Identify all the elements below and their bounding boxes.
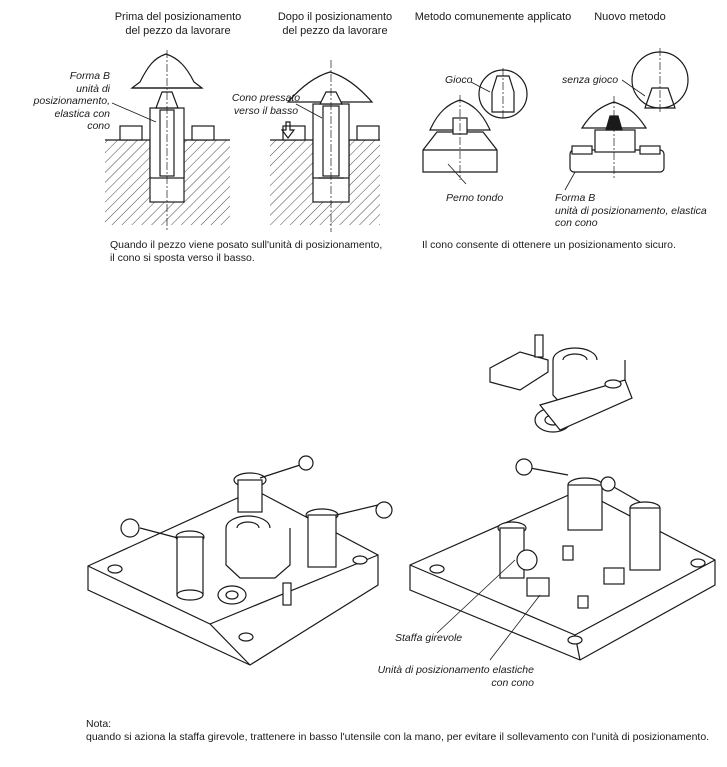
label-staffa-girevole: Staffa girevole — [395, 632, 463, 644]
label-unita-posizionamento: Unità di posizionamento elastiche con co… — [377, 664, 534, 689]
note-title: Nota: — [86, 718, 112, 730]
fixture-assembly-left — [87, 455, 393, 666]
label-gioco: Gioco — [445, 74, 473, 86]
description-right: Il cono consente di ottenere un posizion… — [422, 239, 676, 251]
caption-common: Metodo comunemente applicato — [414, 11, 572, 23]
description-left: Quando il pezzo viene posato sull'unità … — [110, 239, 383, 264]
section-before-positioning — [105, 50, 230, 232]
label-cono-pressato: Cono pressato verso il basso — [231, 92, 301, 117]
section-common-method — [422, 68, 528, 185]
caption-after: Dopo il posizionamento del pezzo da lavo… — [277, 11, 393, 37]
note-text: quando si aziona la staffa girevole, tra… — [86, 731, 710, 743]
workpiece-exploded — [489, 334, 633, 433]
label-forma-b-left: Forma B unità di posizionamento, elastic… — [33, 70, 110, 132]
caption-before: Prima del posizionamento del pezzo da la… — [114, 11, 242, 37]
label-senza-gioco: senza gioco — [562, 74, 619, 86]
label-perno-tondo: Perno tondo — [446, 192, 504, 204]
section-after-positioning — [270, 60, 380, 232]
fixture-assembly-right — [409, 458, 716, 661]
caption-new: Nuovo metodo — [594, 11, 666, 23]
section-new-method — [564, 48, 689, 191]
label-forma-b-right: Forma B unità di posizionamento, elastic… — [555, 192, 707, 229]
